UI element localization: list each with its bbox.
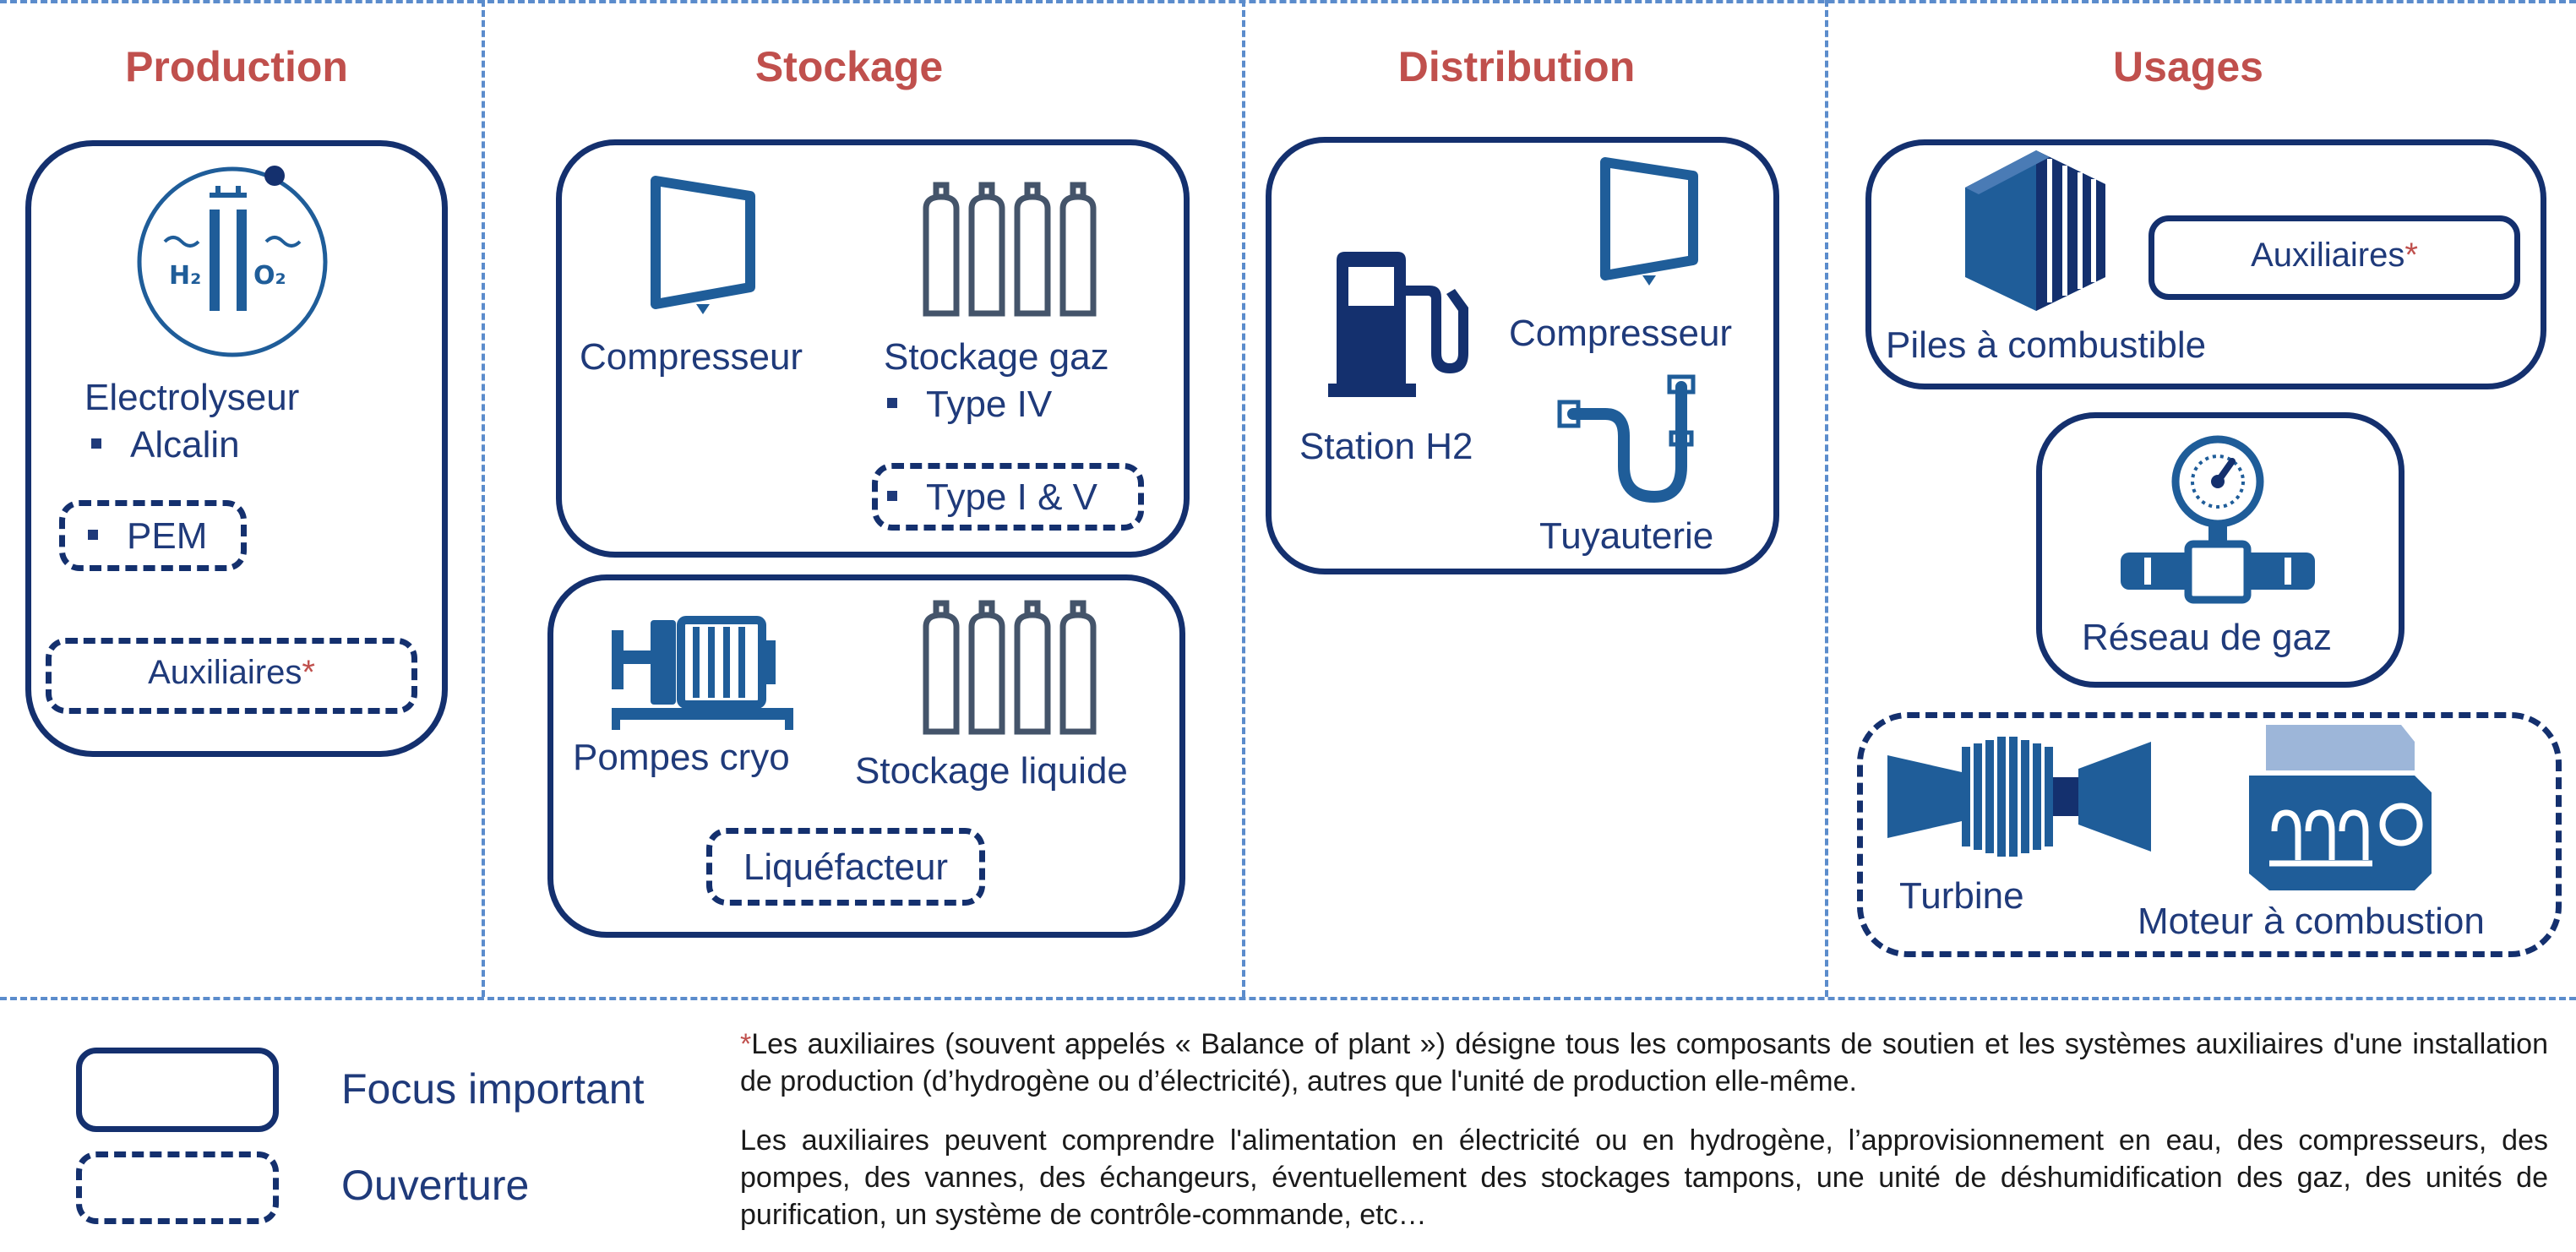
footer-divider xyxy=(0,997,2576,1000)
reseau-focus-box xyxy=(2036,412,2404,688)
heading-stockage: Stockage xyxy=(754,43,944,90)
pompes-cryo-label: Pompes cryo xyxy=(573,737,790,778)
pem-open-box xyxy=(59,500,247,571)
distribution-compresseur-label: Compresseur xyxy=(1509,313,1733,354)
production-auxiliaires-label: Auxiliaires* xyxy=(148,654,315,691)
stockage-liquide-label: Stockage liquide xyxy=(855,750,1128,792)
legend-ouverture-swatch xyxy=(76,1151,279,1224)
piles-label: Piles à combustible xyxy=(1886,324,2207,366)
stockage-liquide-focus-box xyxy=(547,574,1185,938)
fuel-station-icon xyxy=(1328,252,1468,397)
alcalin-item: Alcalin xyxy=(91,424,240,466)
pem-item: PEM xyxy=(88,515,207,558)
electrolyseur-label: Electrolyseur xyxy=(84,377,300,418)
bullet-icon xyxy=(887,491,897,502)
divider-stockage-distribution xyxy=(1242,0,1245,997)
heading-distribution: Distribution xyxy=(1397,43,1636,90)
moteur-label: Moteur à combustion xyxy=(2138,901,2485,942)
heading-usages: Usages xyxy=(2113,43,2263,90)
bullet-icon xyxy=(887,398,897,409)
footnote-auxiliaires-details: Les auxiliaires peuvent comprendre l'ali… xyxy=(740,1124,2548,1231)
distribution-compressor-icon xyxy=(1600,157,1698,286)
heading-production: Production xyxy=(125,43,348,90)
gas-cylinders-icon xyxy=(923,182,1097,317)
stockage-gaz-focus-box xyxy=(556,139,1190,558)
divider-distribution-usages xyxy=(1825,0,1828,997)
distribution-focus-box xyxy=(1266,137,1779,574)
production-focus-box xyxy=(25,140,448,757)
o2-glyph: O₂ xyxy=(253,261,286,291)
type-i-v-open-box xyxy=(872,463,1144,531)
production-auxiliaires-box xyxy=(46,638,417,714)
cryo-pump-icon xyxy=(612,616,793,730)
turbine-label: Turbine xyxy=(1899,875,2024,917)
bullet-icon xyxy=(91,438,101,449)
type-i-v-item: Type I & V xyxy=(887,476,1097,519)
compressor-icon xyxy=(651,176,755,314)
gas-network-icon xyxy=(2121,435,2315,604)
legend-focus-label: Focus important xyxy=(341,1065,645,1113)
pipe-icon xyxy=(1557,374,1696,504)
legend-ouverture-label: Ouverture xyxy=(341,1162,530,1209)
stockage-compresseur-label: Compresseur xyxy=(580,336,803,378)
top-divider xyxy=(0,0,2576,3)
legend-focus-swatch xyxy=(76,1048,279,1132)
divider-production-stockage xyxy=(482,0,485,997)
stockage-gaz-label: Stockage gaz xyxy=(884,336,1109,378)
h2-glyph: H₂ xyxy=(169,261,201,291)
usages-auxiliaires-box xyxy=(2148,215,2520,300)
liquefacteur-open-box xyxy=(706,828,985,906)
footnote-balance-of-plant: *Les auxiliaires (souvent appelés « Bala… xyxy=(740,1028,2548,1097)
station-h2-label: Station H2 xyxy=(1299,426,1473,467)
engine-icon xyxy=(2249,725,2432,890)
electrolyser-icon: H₂ O₂ xyxy=(137,166,328,357)
usages-auxiliaires-label: Auxiliaires* xyxy=(2251,237,2418,274)
piles-focus-box xyxy=(1865,139,2546,389)
reseau-gaz-label: Réseau de gaz xyxy=(2082,617,2332,658)
fuel-cell-stack-icon xyxy=(1965,150,2105,311)
tuyauterie-label: Tuyauterie xyxy=(1539,515,1714,557)
combustion-open-box xyxy=(1857,712,2562,957)
turbine-icon xyxy=(1887,737,2151,857)
liquid-cylinders-icon xyxy=(923,600,1097,735)
liquefacteur-label: Liquéfacteur xyxy=(743,846,949,888)
type-iv-item: Type IV xyxy=(887,384,1052,426)
bullet-icon xyxy=(88,530,98,541)
